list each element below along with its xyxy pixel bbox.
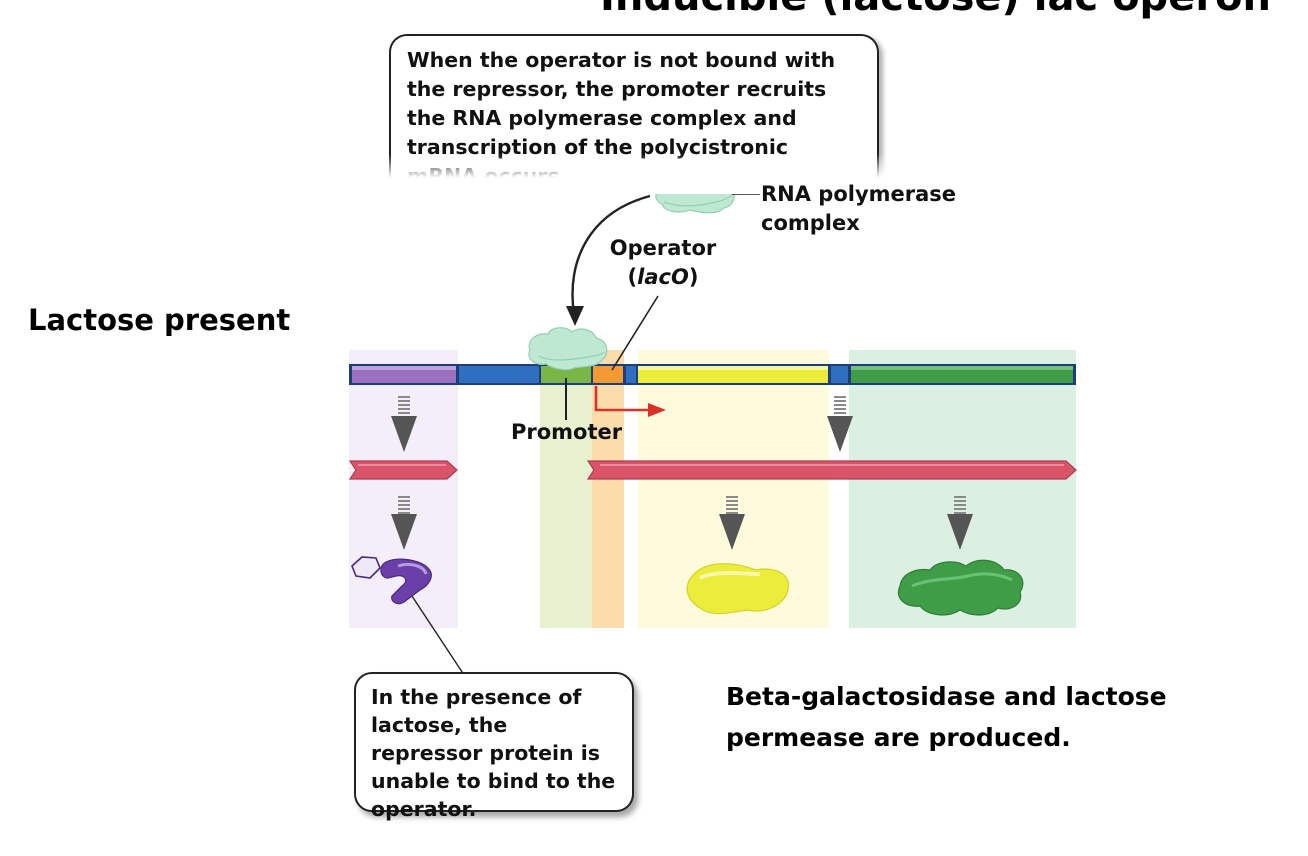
transcription-start-arrow	[594, 386, 666, 417]
beta-galactosidase-protein	[686, 563, 790, 615]
dna-operator	[593, 366, 623, 383]
label-rna-polymerase: RNA polymerase complex	[761, 180, 956, 238]
arrow-dna-to-repressor-mrna	[391, 396, 417, 452]
arrow-mrna-to-permease	[947, 494, 973, 550]
label-operator-gene: (lacO)	[608, 263, 718, 292]
rna-polymerase-bound	[528, 327, 608, 371]
dna-spacer-2	[626, 366, 636, 383]
dna-strand	[349, 364, 1076, 385]
dna-spacer-3	[831, 366, 848, 383]
callout-fade	[384, 154, 924, 194]
recruitment-arrow	[571, 194, 651, 315]
operator-leader	[611, 295, 659, 371]
polycistronic-mrna	[586, 460, 1077, 480]
repressor-mrna	[348, 460, 458, 480]
result-text: Beta-galactosidase and lactose permease …	[726, 682, 1167, 752]
heading-lactose-present: Lactose present	[28, 303, 291, 337]
arrow-mrna-to-beta-galactosidase	[719, 494, 745, 550]
dna-spacer-1	[459, 366, 539, 383]
callout-repressor-inactive: In the presence of lactose, the represso…	[354, 672, 634, 821]
label-lacO: lacO	[637, 265, 689, 289]
lactose-molecule	[351, 556, 381, 579]
region-operator-shade	[592, 350, 624, 628]
paren-open: (	[627, 265, 638, 289]
page-title: Inducible (lactose) lac operon	[600, 0, 1271, 20]
repressor-protein-with-lactose	[351, 556, 432, 605]
repressor-leader	[407, 589, 471, 685]
arrow-dna-to-operon-mrna	[827, 396, 853, 452]
arrow-mrna-to-repressor-protein	[391, 494, 417, 550]
dna-repressor-gene	[352, 366, 456, 383]
paren-close: )	[688, 265, 699, 289]
dna-lacY	[851, 366, 1073, 383]
dna-promoter	[541, 366, 591, 383]
label-rna-polymerase-line2: complex	[761, 211, 860, 235]
dna-lacZ	[638, 366, 828, 383]
label-rna-polymerase-line1: RNA polymerase	[761, 182, 957, 206]
label-operator-name: Operator	[609, 236, 717, 260]
label-promoter: Promoter	[511, 420, 623, 444]
label-operator: Operator (lacO)	[608, 234, 718, 292]
